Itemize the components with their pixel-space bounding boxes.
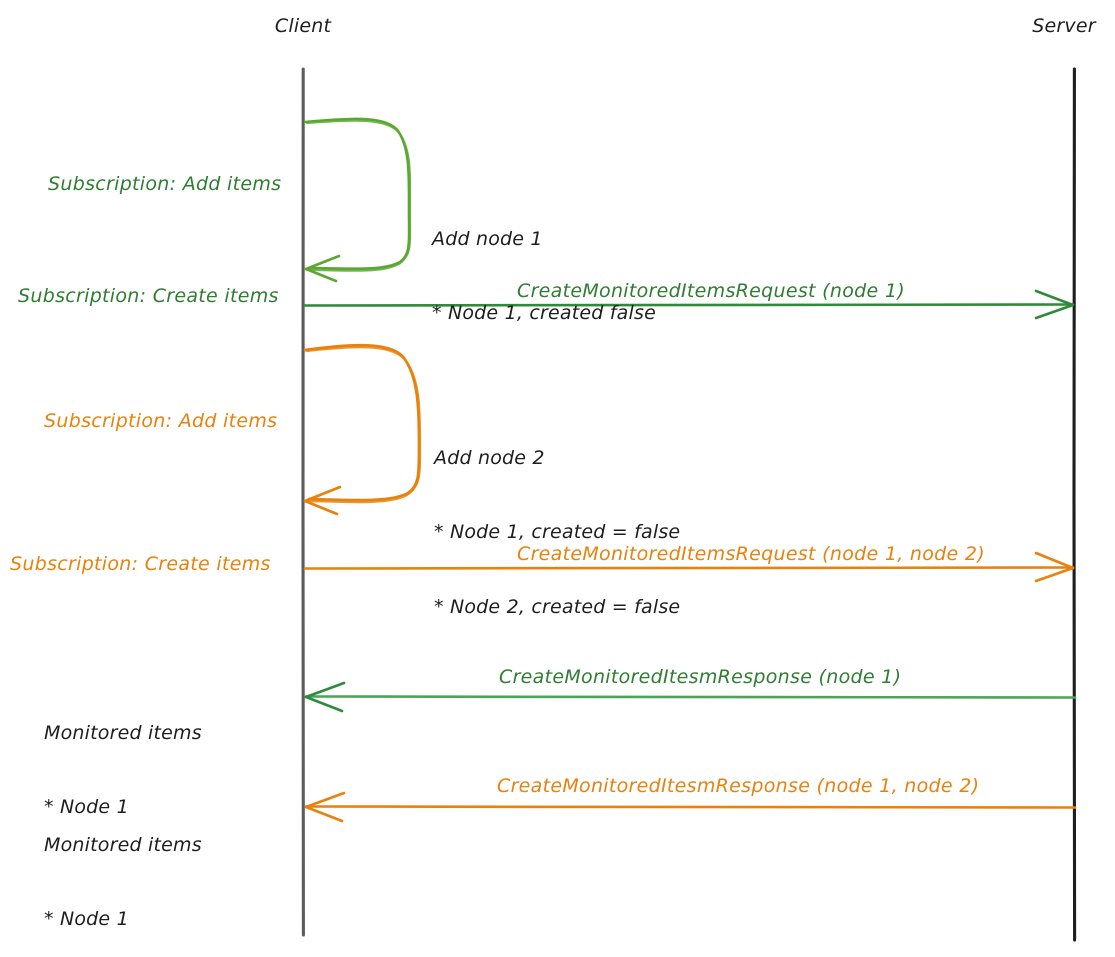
note-monitored-items-2[interactable]: Monitored items * Node 1 * Node 1 * Node… bbox=[44, 784, 202, 957]
note-line: * Node 1, created = false bbox=[434, 521, 681, 544]
message-label-create-request-1[interactable]: CreateMonitoredItemsRequest (node 1) bbox=[517, 280, 905, 302]
lifeline-server-handle[interactable] bbox=[1067, 69, 1081, 940]
actor-label-client[interactable]: Client bbox=[274, 15, 332, 37]
note-line: * Node 1 bbox=[44, 908, 129, 931]
note-line: Monitored items bbox=[44, 834, 202, 857]
message-label-create-response-1[interactable]: CreateMonitoredItesmResponse (node 1) bbox=[499, 666, 902, 688]
note-add-node-1[interactable]: Add node 1 * Node 1, created false bbox=[432, 178, 656, 376]
note-monitored-items-1[interactable]: Monitored items * Node 1 bbox=[44, 672, 202, 870]
phase-label-subscription-add-items-1[interactable]: Subscription: Add items bbox=[48, 173, 282, 195]
note-line: * Node 1, created false bbox=[432, 302, 656, 325]
phase-label-subscription-create-items-2[interactable]: Subscription: Create items bbox=[10, 553, 271, 575]
lifeline-client-handle[interactable] bbox=[296, 69, 310, 935]
self-message-arrow-add-items-2[interactable] bbox=[303, 343, 422, 516]
phase-label-subscription-create-items-1[interactable]: Subscription: Create items bbox=[18, 285, 279, 307]
message-label-create-request-2[interactable]: CreateMonitoredItemsRequest (node 1, nod… bbox=[517, 543, 985, 565]
note-line: Monitored items bbox=[44, 722, 202, 745]
note-add-node-2[interactable]: Add node 2 * Node 1, created = false * N… bbox=[434, 397, 680, 669]
actor-label-server[interactable]: Server bbox=[1032, 15, 1096, 37]
note-line: * Node 1 bbox=[44, 796, 129, 819]
note-line: Add node 2 bbox=[434, 447, 545, 470]
note-line: Add node 1 bbox=[432, 228, 543, 251]
self-message-arrow-add-items-1[interactable] bbox=[303, 117, 412, 283]
phase-label-subscription-add-items-2[interactable]: Subscription: Add items bbox=[44, 410, 278, 432]
message-label-create-response-2[interactable]: CreateMonitoredItesmResponse (node 1, no… bbox=[497, 775, 980, 797]
note-line: * Node 2, created = false bbox=[434, 595, 681, 618]
